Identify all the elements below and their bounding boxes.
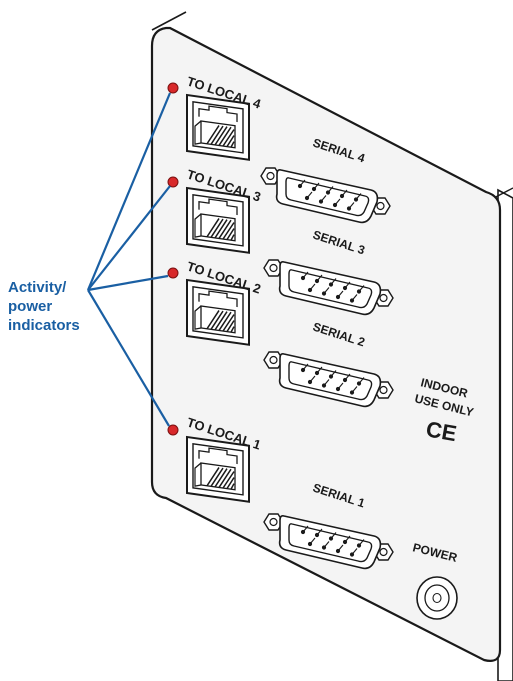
front-panel <box>150 26 502 662</box>
activity-leds <box>167 82 179 436</box>
callout-leaders <box>86 92 172 427</box>
rj45-port-local-1 <box>185 435 251 503</box>
callout-line-3: indicators <box>8 317 80 334</box>
led-local-1 <box>167 424 179 436</box>
led-local-4 <box>167 82 179 94</box>
callout-line-1: Activity/ <box>8 279 67 296</box>
callout-line-2: power <box>8 298 53 315</box>
power-jack <box>416 576 458 620</box>
indicator-callout: Activity/ power indicators <box>8 278 98 335</box>
led-local-3 <box>167 176 179 188</box>
ce-mark: CE <box>424 416 458 446</box>
led-local-2 <box>167 267 179 279</box>
